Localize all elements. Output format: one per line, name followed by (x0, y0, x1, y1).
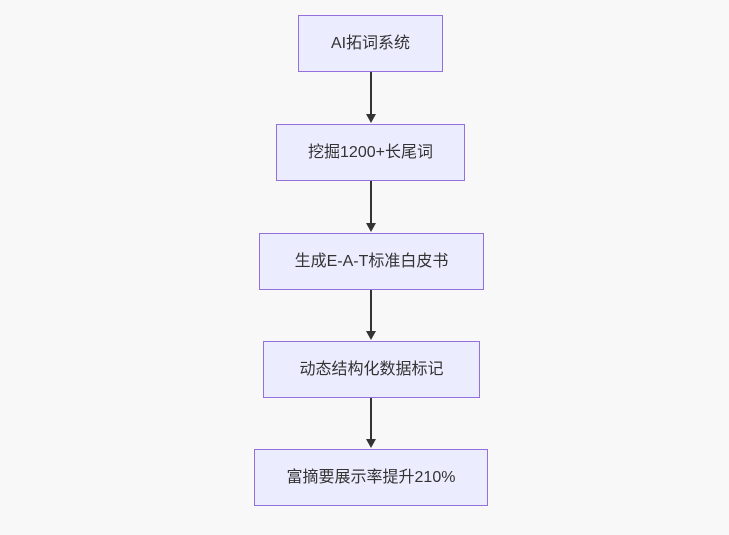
flow-arrow-1 (366, 72, 376, 123)
flow-node-label: 生成E-A-T标准白皮书 (294, 252, 449, 270)
arrow-line (370, 181, 372, 223)
flow-node-label: 挖掘1200+长尾词 (308, 143, 433, 161)
flow-node-structured-data: 动态结构化数据标记 (263, 341, 480, 398)
arrow-down-icon (366, 439, 376, 448)
arrow-line (370, 398, 372, 439)
flow-node-label: 动态结构化数据标记 (299, 360, 444, 378)
flow-node-ai-word-system: AI拓词系统 (298, 15, 443, 72)
flow-arrow-4 (366, 398, 376, 448)
flow-node-label: AI拓词系统 (330, 34, 411, 52)
arrow-down-icon (366, 223, 376, 232)
flow-node-longtail-mining: 挖掘1200+长尾词 (276, 124, 465, 181)
arrow-down-icon (366, 114, 376, 123)
flow-arrow-3 (366, 290, 376, 340)
flow-node-eat-whitepaper: 生成E-A-T标准白皮书 (259, 233, 484, 290)
flow-arrow-2 (366, 181, 376, 232)
arrow-line (370, 290, 372, 331)
flow-node-rich-snippet-result: 富摘要展示率提升210% (254, 449, 488, 506)
flow-node-label: 富摘要展示率提升210% (286, 468, 456, 486)
arrow-down-icon (366, 331, 376, 340)
arrow-line (370, 72, 372, 114)
